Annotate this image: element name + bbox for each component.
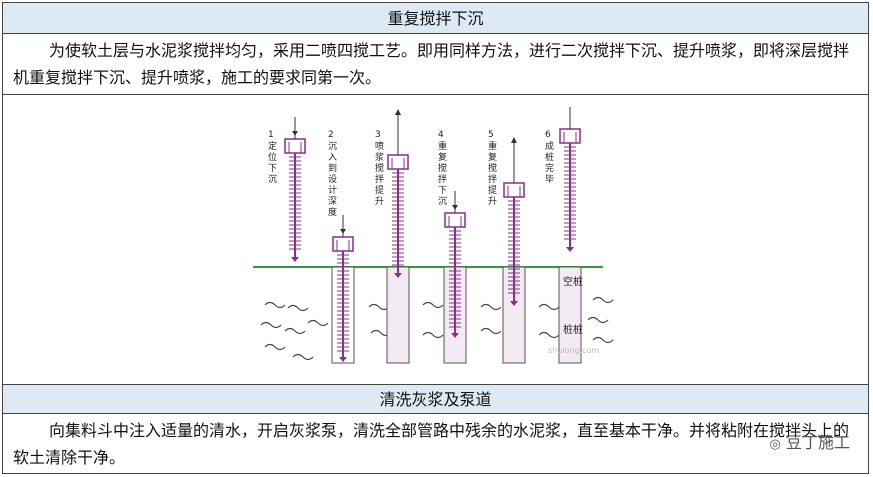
soil-waves [260, 296, 614, 361]
wechat-icon: ◎ [769, 437, 781, 452]
up-arrow [511, 137, 517, 143]
pile-top-label: 空桩 [563, 275, 583, 288]
step-label-char: 完 [545, 162, 554, 174]
step-label-char: 复 [438, 151, 447, 163]
step-number: 4 [438, 130, 444, 140]
step-label-char: 拌 [488, 173, 497, 185]
down-arrow [292, 131, 298, 136]
step-label-char: 下 [438, 186, 447, 196]
step-number: 2 [328, 130, 334, 140]
step-label-char: 定 [268, 140, 277, 152]
step-label-char: 到 [328, 162, 337, 174]
motor-head [332, 236, 354, 252]
step-label-char: 下 [268, 164, 277, 174]
step-number: 5 [488, 130, 494, 140]
section-body-cleaning: 向集料斗中注入适量的清水，开启灰浆泵，清洗全部管路中残余的水泥浆，直至基本干净。… [3, 414, 868, 474]
down-arrow [452, 205, 458, 210]
step-label-char: 提 [375, 185, 384, 196]
pile-hole [386, 266, 410, 364]
brand-name: 豆丁施工 [785, 433, 850, 452]
step-label-char: 深 [328, 196, 337, 207]
section-title-repeat-mixing: 重复搅拌下沉 [3, 3, 868, 34]
step-label-char: 升 [488, 196, 497, 207]
drill-tip [291, 257, 299, 262]
drill-tip [394, 273, 402, 278]
step-label-char: 搅 [488, 162, 497, 174]
step-label-char: 毕 [545, 173, 554, 185]
drill-tip [339, 357, 347, 362]
step-label-char: 度 [328, 206, 337, 218]
step-label-char: 重 [488, 140, 497, 152]
step-label-char: 沉 [268, 174, 277, 185]
step-label-char: 搅 [375, 162, 384, 174]
step-number: 1 [268, 130, 274, 140]
pile-hole [558, 266, 582, 364]
drill-tip [451, 333, 459, 338]
motor-head [387, 154, 409, 170]
step-label-char: 重 [438, 140, 447, 152]
up-arrow [395, 109, 401, 115]
section-body-text: 为使软土层与水泥浆搅拌均匀，采用二喷四搅工艺。即用同样方法，进行二次搅拌下沉、提… [13, 41, 850, 87]
step-label-char: 成 [545, 140, 554, 152]
section-body-text: 向集料斗中注入适量的清水，开启灰浆泵，清洗全部管路中残余的水泥浆，直至基本干净。… [13, 421, 850, 467]
step-label-char: 拌 [438, 173, 447, 185]
step-label-char: 升 [375, 196, 384, 207]
section-body-repeat-mixing: 为使软土层与水泥浆搅拌均匀，采用二喷四搅工艺。即用同样方法，进行二次搅拌下沉、提… [3, 34, 868, 95]
motor-head [444, 212, 466, 228]
step-label-char: 位 [268, 151, 277, 163]
step-label-char: 沉 [328, 141, 337, 152]
step-label-char: 提 [488, 185, 497, 196]
step-label-char: 拌 [375, 173, 384, 185]
step-label-char: 桩 [545, 151, 554, 163]
construction-steps-diagram: 1定位下沉2沉入到设计深度3喷浆搅拌提升4重复搅拌下沉5重复搅拌提升6成桩完毕 … [253, 107, 614, 364]
diagram-watermark: shulong.com [548, 346, 599, 355]
motor-head [559, 128, 581, 144]
section-title-cleaning: 清洗灰浆及泵道 [3, 385, 868, 414]
step-label-char: 沉 [438, 196, 447, 207]
drill-tip [566, 247, 574, 252]
step-label-char: 计 [328, 184, 337, 196]
down-arrow [340, 229, 346, 234]
step-number: 3 [375, 130, 381, 140]
motor-head [284, 138, 306, 154]
drill-tip [510, 301, 518, 306]
step-label-char: 浆 [375, 151, 384, 163]
step-number: 6 [545, 130, 551, 140]
step-label-char: 喷 [375, 141, 384, 152]
pile-bottom-label: 桩桩 [563, 323, 583, 336]
step-label-char: 复 [488, 151, 497, 163]
step-label-char: 设 [328, 174, 337, 185]
step-label-char: 入 [328, 152, 337, 163]
brand-watermark: ◎ 豆丁施工 [770, 429, 850, 453]
step-label-char: 搅 [438, 162, 447, 174]
motor-head [503, 182, 525, 198]
